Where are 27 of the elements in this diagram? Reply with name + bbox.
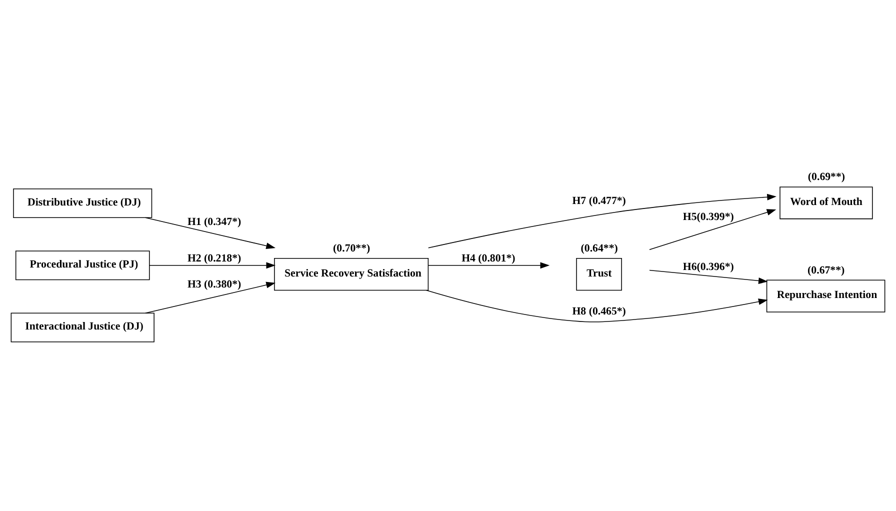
arrow (649, 270, 768, 284)
edge-label: H5(0.399*) (682, 210, 734, 223)
node-label: (0.64**) (580, 242, 618, 255)
arrow (428, 194, 776, 248)
edge-label: H2 (0.218*) (187, 252, 242, 265)
node-box: Interactional Justice (DJ) (10, 312, 154, 342)
arrow (426, 290, 768, 322)
arrow (144, 217, 276, 250)
node-label: (0.67**) (808, 264, 845, 276)
edge-label: H3 (0.380*) (187, 278, 242, 290)
arrow (428, 262, 550, 269)
node-box: Service Recovery Satisfaction (274, 258, 429, 291)
edge-label: H7 (0.477*) (572, 195, 626, 208)
node-box: Word of Mouth (780, 186, 873, 220)
arrow (149, 262, 276, 269)
edge-label: H6(0.396*) (682, 261, 734, 274)
node-label: (0.69**) (808, 171, 846, 184)
edge-label: H8 (0.465*) (572, 305, 626, 318)
edge-label: H1 (0.347*) (187, 216, 242, 228)
node-label: (0.70**) (333, 242, 370, 255)
arrow (649, 209, 776, 250)
node-box: Procedural Justice (PJ) (15, 250, 150, 280)
edge-label: H4 (0.801*) (462, 252, 516, 265)
node-box: Trust (576, 258, 622, 291)
node-box: Repurchase Intention (766, 280, 886, 312)
node-box: Distributive Justice (DJ) (13, 188, 152, 218)
arrow (144, 282, 276, 314)
